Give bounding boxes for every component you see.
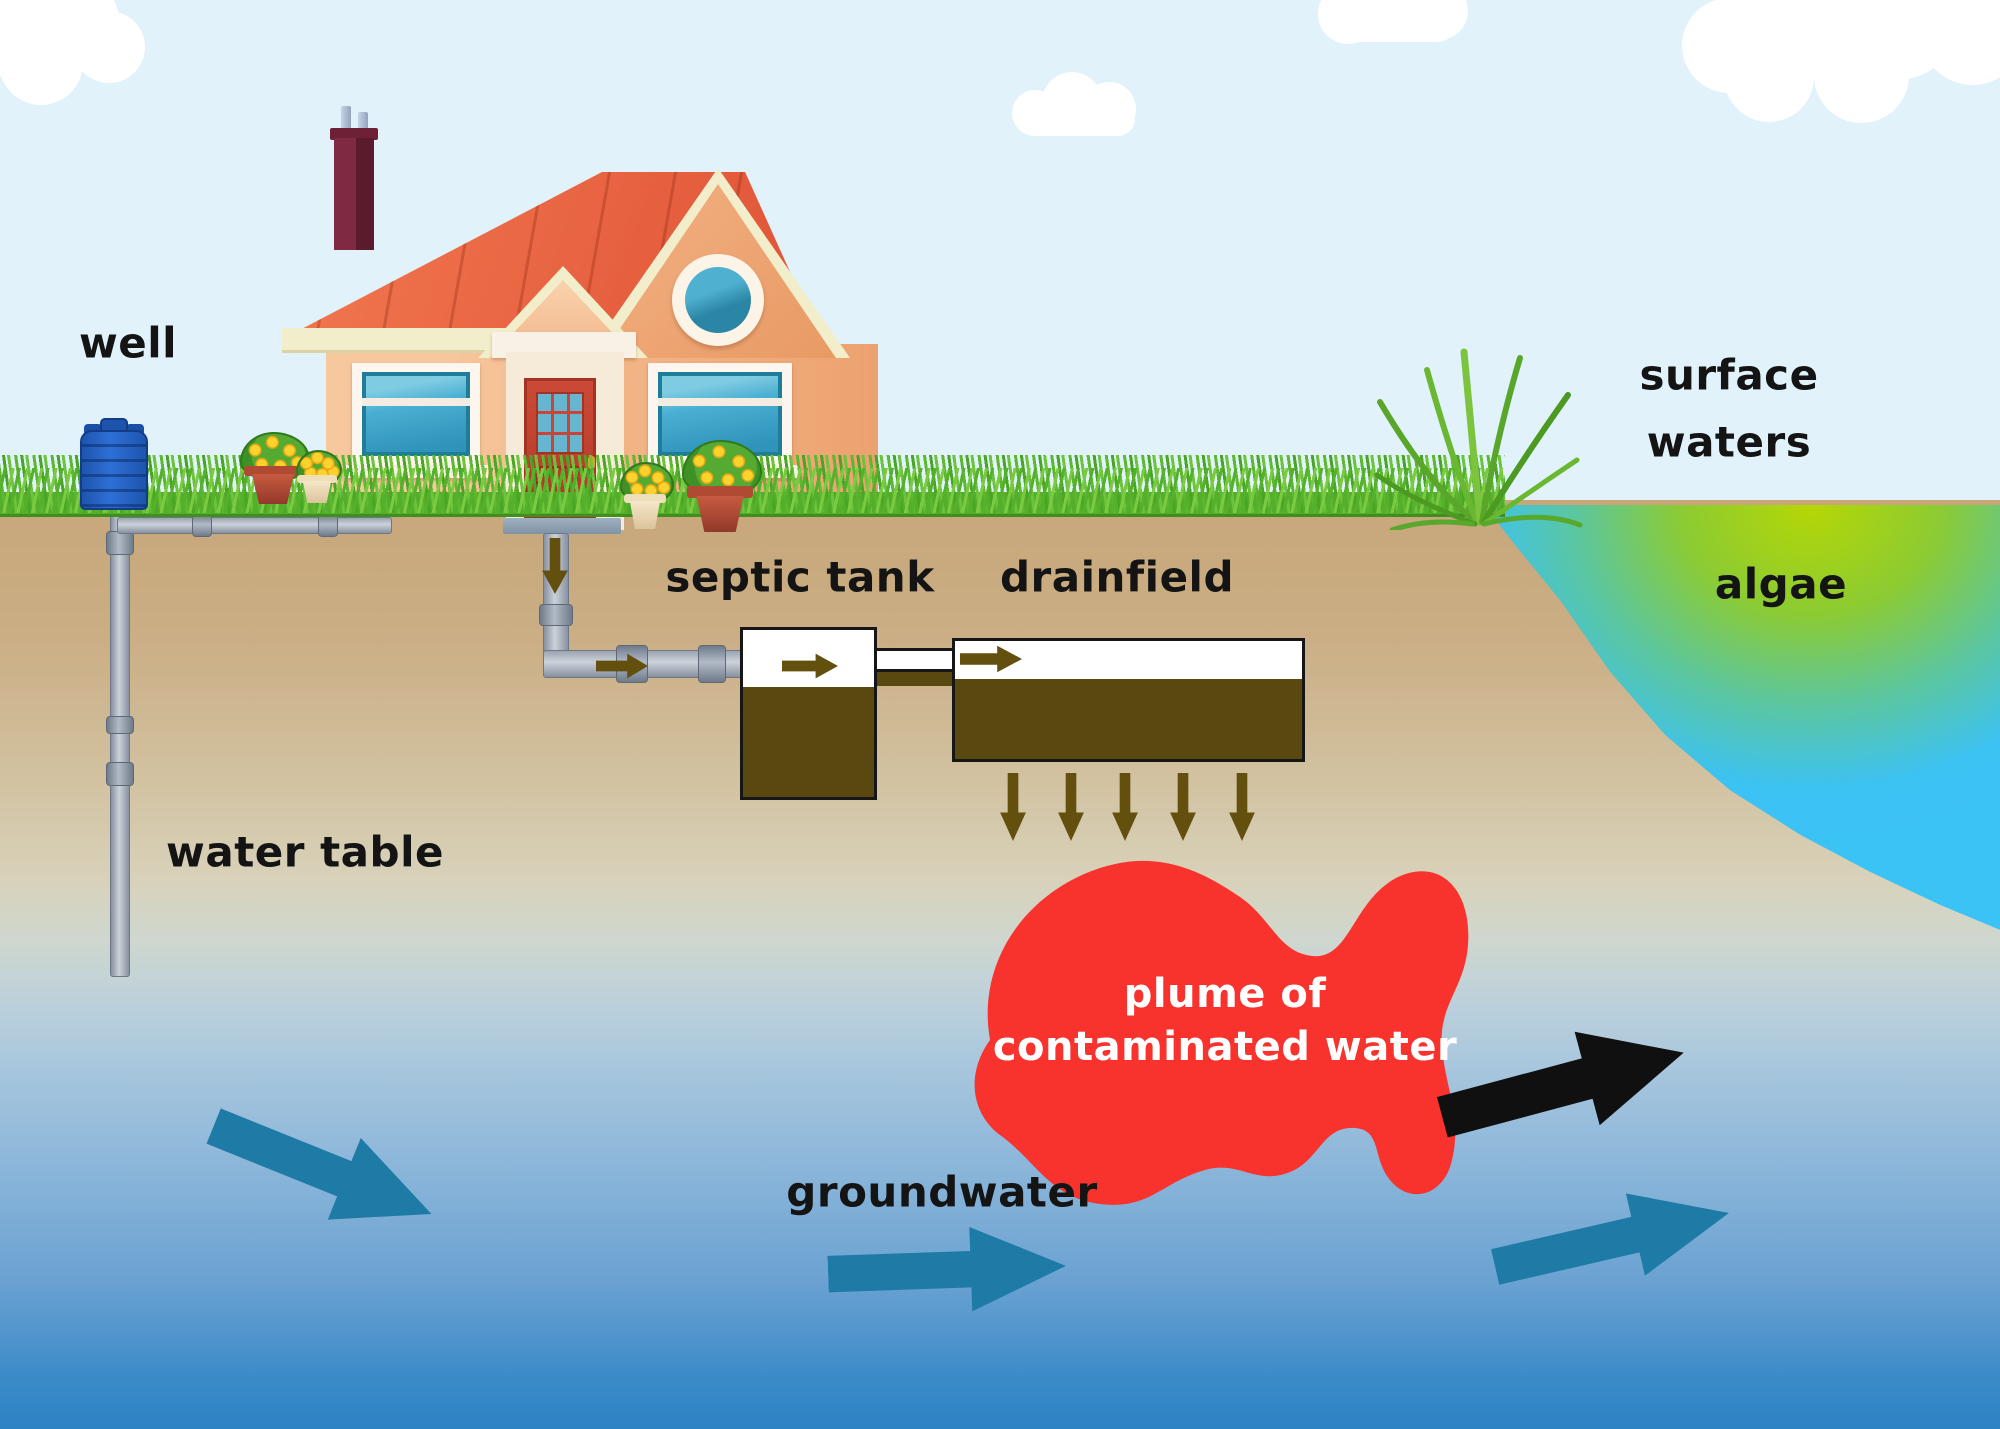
septic-tank-box — [740, 627, 877, 800]
cloud-puff — [73, 11, 145, 83]
pipe-coupling — [539, 604, 573, 626]
chimney-flue — [341, 106, 351, 140]
door-window — [536, 392, 584, 454]
well-supply-pipe — [117, 517, 392, 534]
pipe-coupling — [106, 716, 134, 734]
tank-to-drainfield-pipe — [877, 648, 952, 672]
grass-blade — [1377, 399, 1480, 525]
cloud-puff — [1020, 102, 1135, 136]
cloud-puff — [1724, 32, 1814, 122]
flower-pot — [629, 501, 661, 529]
label-surface-waters-line2: waters — [1646, 417, 1812, 467]
label-drainfield: drainfield — [999, 552, 1235, 602]
grass-blade — [1460, 348, 1484, 526]
grass-blade — [1424, 367, 1480, 525]
window-glass — [362, 372, 470, 456]
flower-pot — [696, 496, 744, 532]
flower-pot-rim — [244, 466, 302, 476]
flower-pot-rim — [687, 486, 753, 498]
chimney-flue — [358, 112, 368, 140]
flower-pot — [302, 481, 332, 503]
pipe-coupling — [192, 514, 212, 537]
plume-blob — [974, 860, 1469, 1205]
label-plume-line2: contaminated water — [992, 1024, 1458, 1070]
label-surface-waters-line1: surface — [1639, 350, 1819, 400]
grass-blade — [1479, 355, 1523, 525]
grass-blade — [1389, 519, 1475, 530]
well-casing-pipe — [110, 512, 130, 977]
round-window-glass — [685, 267, 751, 333]
chimney — [334, 138, 374, 250]
cloud — [1682, 0, 2000, 125]
tank-to-drainfield-effluent — [877, 672, 952, 686]
grass-blade — [1481, 392, 1571, 525]
cloud — [0, 0, 160, 110]
window-sash — [362, 398, 470, 406]
chimney-cap — [330, 128, 378, 140]
drainfield-box — [952, 638, 1305, 762]
drainfield-effluent — [955, 679, 1302, 759]
septic-tank-effluent — [743, 687, 874, 797]
label-septic-tank: septic tank — [665, 552, 935, 602]
cloud — [1012, 72, 1152, 142]
contamination-plume — [974, 860, 1469, 1205]
porch-step — [503, 518, 621, 534]
grass-blade — [1481, 514, 1583, 528]
pipe-coupling — [698, 645, 726, 683]
well-tank — [80, 430, 148, 510]
window-sash — [658, 398, 782, 406]
cloud-puff — [1323, 0, 1458, 42]
label-plume-line1: plume of — [1123, 971, 1327, 1017]
pipe-coupling — [318, 514, 338, 537]
grass-blade — [1481, 457, 1580, 527]
grass-blade — [1374, 472, 1478, 527]
cloud-puff — [1814, 28, 1909, 123]
label-well: well — [78, 318, 178, 368]
cloud-puff — [0, 21, 83, 105]
flower-pot-rim — [297, 475, 337, 483]
label-water-table: water table — [166, 827, 444, 877]
label-algae: algae — [1714, 559, 1848, 609]
pipe-coupling — [106, 762, 134, 786]
flower-pot — [252, 474, 294, 504]
pond-edge-grass-tuft — [1374, 348, 1583, 530]
cloud — [1318, 0, 1468, 60]
cloud-puff — [1920, 0, 2000, 85]
flower-pot-rim — [624, 494, 666, 503]
pipe-coupling — [106, 531, 134, 555]
label-groundwater: groundwater — [786, 1167, 1098, 1217]
